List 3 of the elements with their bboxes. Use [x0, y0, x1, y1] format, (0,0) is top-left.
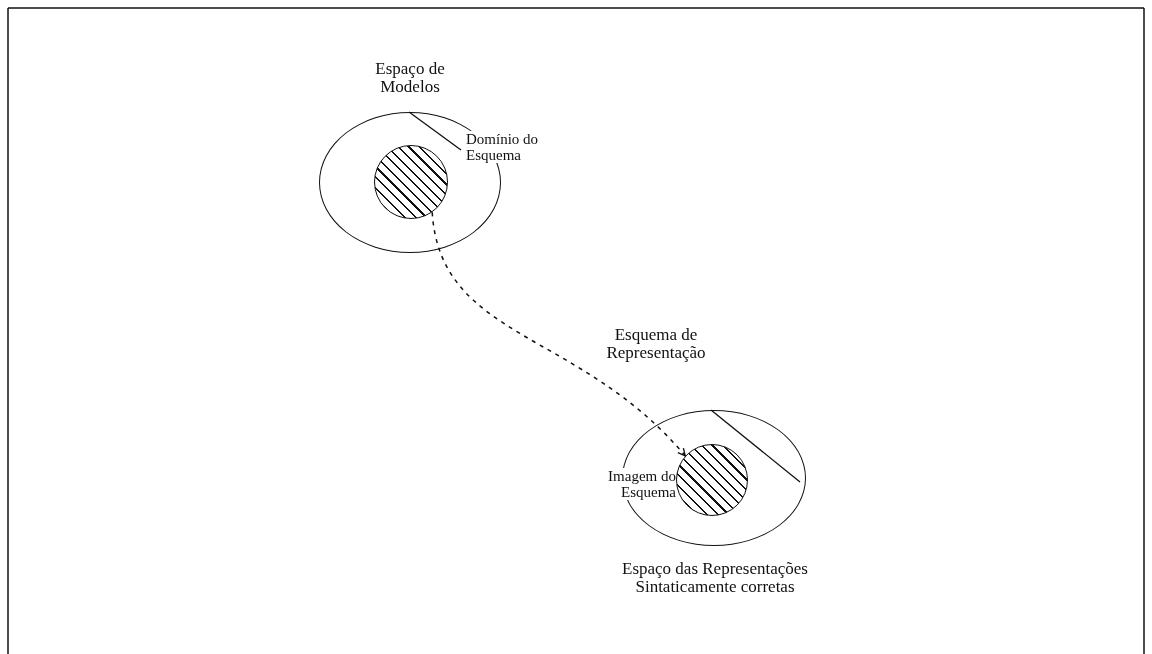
space-heading: Espaço das Representações Sintaticamente corretas — [621, 560, 809, 596]
space-heading: Espaço de Modelos — [374, 60, 446, 96]
dashed-arrow — [431, 211, 686, 457]
